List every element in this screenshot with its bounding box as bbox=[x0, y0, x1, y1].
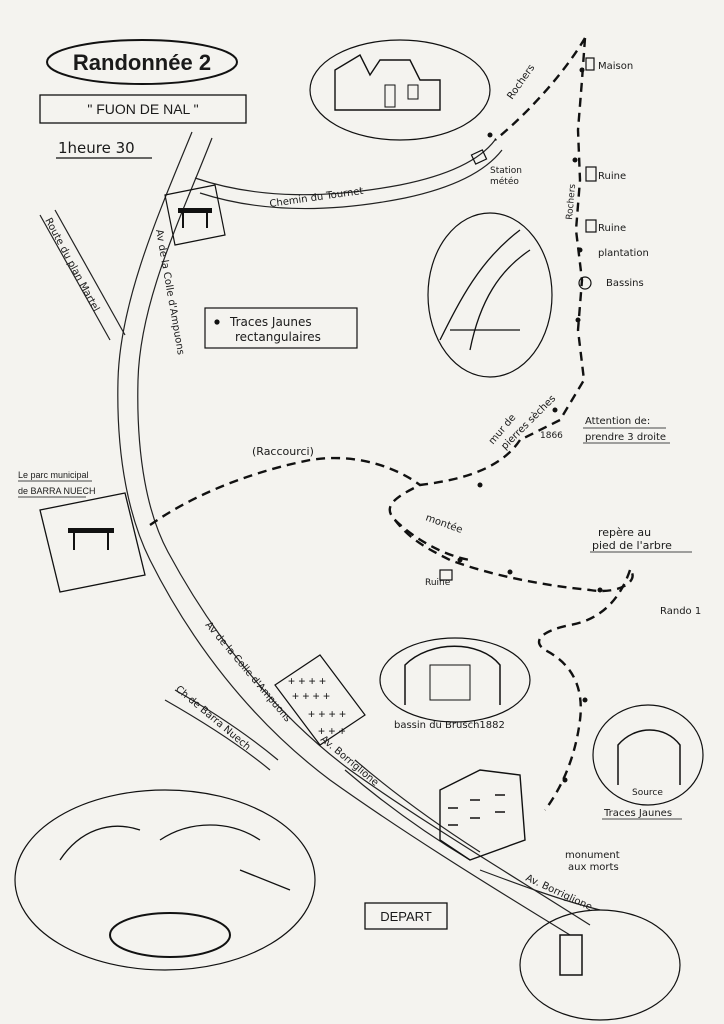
label-traces: Traces Jaunes bbox=[603, 808, 672, 819]
label-rochers-2: Rochers bbox=[565, 183, 578, 220]
illustration-garden bbox=[427, 212, 553, 378]
illustration-ruin-house bbox=[309, 39, 491, 141]
road-av-colle-north: Av de la Colle d'Ampuons bbox=[153, 229, 186, 356]
road-av-colle-south: Av de la Colle d'Ampuons bbox=[203, 620, 293, 724]
illustration-monument bbox=[519, 909, 681, 1021]
label-plantation: plantation bbox=[598, 248, 649, 259]
label-monument-1: monument bbox=[565, 850, 620, 861]
label-year: 1866 bbox=[540, 431, 563, 441]
label-bassin: bassin du Brusch1882 bbox=[394, 720, 505, 731]
label-repere-2: pied de l'arbre bbox=[592, 539, 672, 552]
label-montee: montée bbox=[424, 512, 464, 536]
svg-text:+ + + +: + + + + bbox=[292, 689, 330, 703]
road-ch-barra-nuech: Ch de Barra Nuech bbox=[173, 684, 252, 753]
label-attention-1: Attention de: bbox=[585, 416, 650, 427]
roads bbox=[39, 131, 601, 936]
road-av-borriglione-1: Av. Borriglione bbox=[318, 734, 380, 789]
site-markers bbox=[439, 57, 597, 581]
label-repere-1: repère au bbox=[598, 526, 651, 539]
park-line1: Le parc municipal bbox=[18, 470, 89, 480]
illustration-village bbox=[439, 769, 526, 861]
illustration-source bbox=[592, 704, 704, 806]
label-raccourci: (Raccourci) bbox=[252, 445, 314, 458]
park-line2: de BARRA NUECH bbox=[18, 486, 96, 496]
duration: 1heure 30 bbox=[58, 139, 135, 157]
legend-dot bbox=[214, 319, 220, 325]
label-depart: DEPART bbox=[380, 909, 432, 924]
label-rochers-1: Rochers bbox=[505, 63, 537, 102]
label-ruine-1: Ruine bbox=[598, 171, 626, 182]
label-maison: Maison bbox=[598, 61, 633, 72]
subtitle: " FUON DE NAL " bbox=[87, 101, 198, 117]
label-ruine-2: Ruine bbox=[598, 223, 626, 234]
label-source: Source bbox=[632, 788, 663, 798]
svg-text:+ + +: + + + bbox=[318, 724, 346, 738]
svg-text:+ + + +: + + + + bbox=[288, 674, 326, 688]
illustration-bassin bbox=[379, 637, 531, 723]
road-av-borriglione-2: Av. Borriglione bbox=[524, 873, 594, 913]
road-route-plan-martel: Route du plan Martel bbox=[42, 216, 101, 313]
illustration-park bbox=[14, 789, 316, 971]
label-ruine-3: Ruine bbox=[425, 578, 451, 588]
label-station-1: Station bbox=[490, 166, 522, 176]
label-station-2: météo bbox=[490, 176, 519, 187]
depart-box bbox=[364, 902, 448, 930]
legend-line1: Traces Jaunes bbox=[229, 315, 312, 329]
legend-box bbox=[204, 307, 358, 349]
legend-line2: rectangulaires bbox=[235, 330, 321, 344]
cemetery: + + + + + + + + + + + + + + + bbox=[274, 654, 366, 746]
label-rando1: Rando 1 bbox=[660, 606, 701, 617]
page-title: Randonnée 2 bbox=[73, 50, 211, 75]
subtitle-box bbox=[39, 94, 247, 124]
label-monument-2: aux morts bbox=[568, 862, 619, 873]
trail bbox=[149, 37, 634, 811]
trail-markers bbox=[457, 67, 603, 783]
title-ellipse bbox=[46, 39, 238, 85]
label-attention-2: prendre 3 droite bbox=[585, 432, 666, 443]
picnic-area-park bbox=[39, 492, 146, 593]
picnic-area-north bbox=[164, 184, 226, 246]
label-bassins: Bassins bbox=[606, 278, 644, 289]
svg-text:+ + + +: + + + + bbox=[308, 707, 346, 721]
